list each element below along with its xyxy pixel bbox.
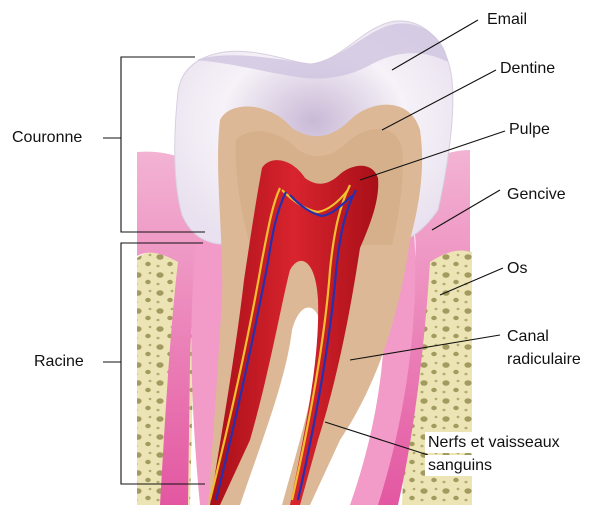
label-pulpe: Pulpe [509, 119, 550, 140]
label-email: Email [487, 9, 527, 30]
label-dentine: Dentine [500, 58, 555, 79]
label-nerfs-line1: Nerfs et vaisseaux [425, 432, 563, 453]
label-gencive: Gencive [507, 184, 566, 205]
label-racine: Racine [34, 351, 84, 372]
label-os: Os [507, 258, 527, 279]
label-couronne: Couronne [12, 127, 82, 148]
label-canal-line2: radiculaire [507, 349, 581, 370]
label-canal-line1: Canal [507, 326, 549, 347]
label-nerfs-line2: sanguins [425, 455, 495, 476]
